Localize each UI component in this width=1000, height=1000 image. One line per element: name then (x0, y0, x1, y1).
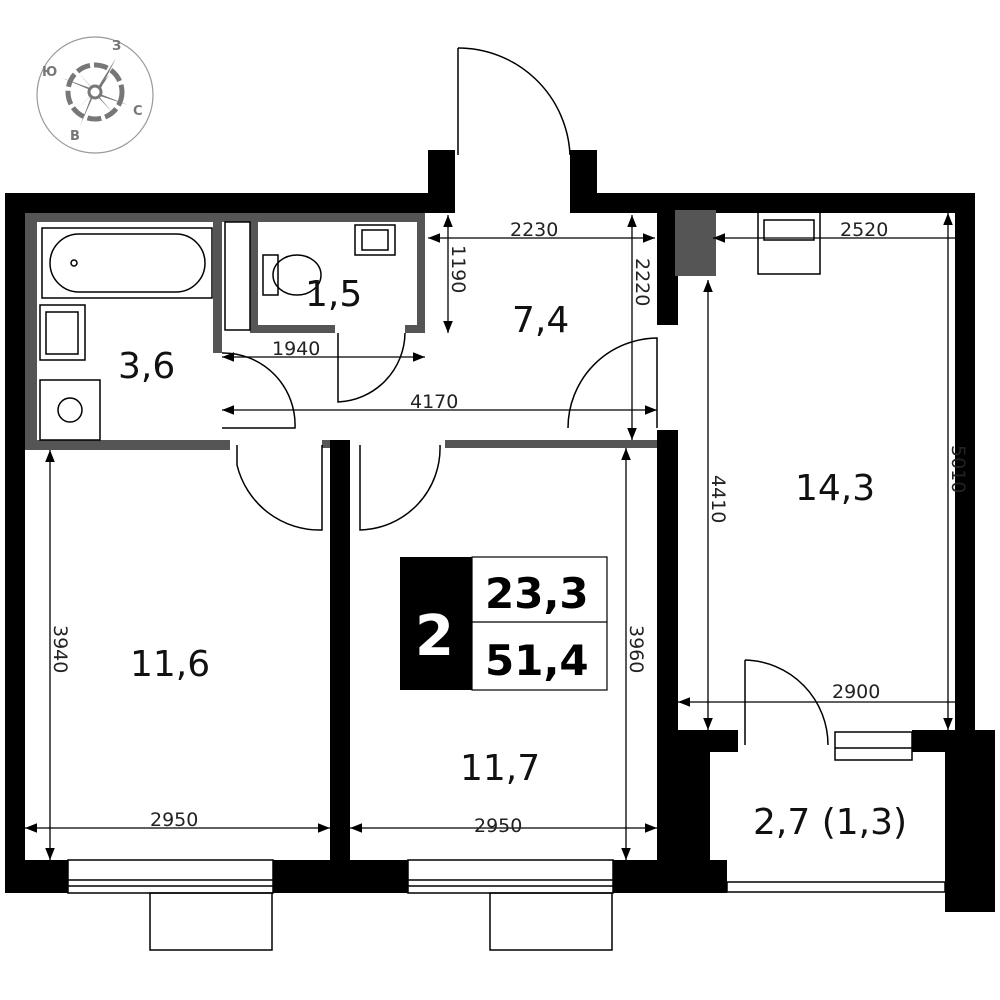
compass-north-label: С (133, 104, 143, 119)
compass-east-label: В (70, 129, 80, 144)
dim-kitchen-width: 2520 (840, 219, 888, 241)
dim-left-room-width: 2950 (150, 809, 198, 831)
dim-hall-width: 2230 (510, 219, 558, 241)
windows (67, 731, 946, 951)
dim-middle-room-width: 2950 (474, 815, 522, 837)
room-area-bedroom-left: 11,6 (130, 644, 210, 685)
bathtub-icon (41, 227, 213, 299)
bath-cabinet (224, 221, 251, 331)
dim-bath-width: 1940 (272, 338, 320, 360)
total-area: 51,4 (485, 636, 589, 685)
dim-middle-room-depth: 3960 (625, 625, 647, 673)
rooms-count: 2 (415, 604, 454, 669)
entrance-door[interactable] (457, 47, 571, 156)
dim-living-width: 2900 (832, 681, 880, 703)
dim-hall-depth: 1190 (447, 245, 469, 293)
room-area-living: 14,3 (795, 468, 875, 509)
compass-rose-icon: З Ю С В (36, 36, 154, 154)
dim-corridor-length: 4170 (410, 391, 458, 413)
interior-doors (221, 332, 829, 746)
washing-machine-icon (39, 379, 101, 441)
summary-box: 2 23,3 51,4 (400, 556, 608, 691)
dim-left-room-depth: 3940 (49, 625, 71, 673)
room-area-toilet: 1,5 (305, 274, 362, 315)
room-area-balcony: 2,7 (1,3) (753, 802, 907, 843)
compass-south-label: Ю (42, 65, 57, 80)
dim-hall-side: 2220 (631, 258, 653, 306)
room-area-bedroom-middle: 11,7 (460, 748, 540, 789)
sink-icon (39, 304, 86, 361)
living-area: 23,3 (485, 569, 589, 618)
toilet-icon (262, 254, 322, 296)
room-area-bathroom: 3,6 (118, 346, 175, 387)
toilet-sink-icon (354, 224, 396, 256)
compass-west-label: З (112, 39, 121, 54)
dim-living-depth: 5010 (947, 445, 969, 493)
room-area-hall: 7,4 (512, 300, 569, 341)
kitchen-sink-icon (757, 211, 821, 275)
dimension-lines (25, 213, 975, 860)
walls (5, 150, 995, 912)
dim-living-inner-depth: 4410 (707, 475, 729, 523)
